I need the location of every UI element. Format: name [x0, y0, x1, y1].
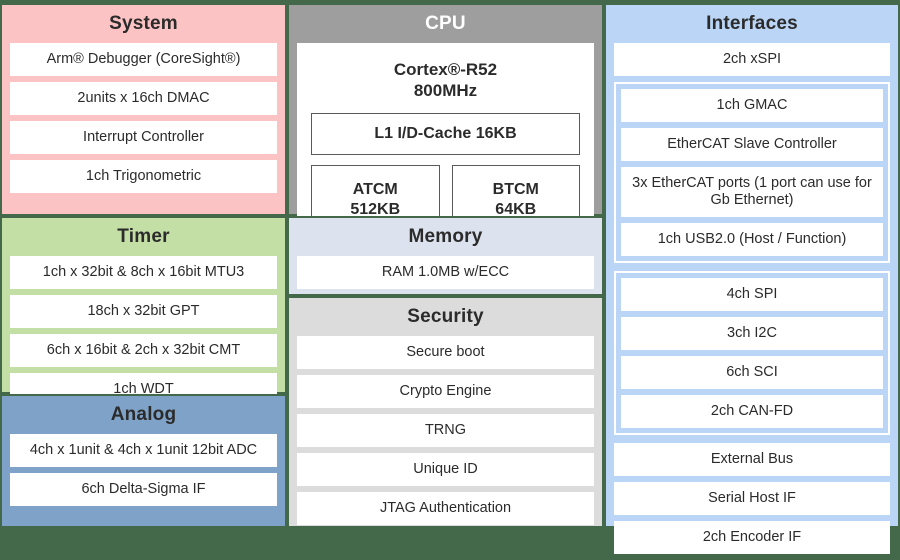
block-system: System Arm® Debugger (CoreSight®) 2units… [0, 3, 287, 216]
middle-column-lower: Memory RAM 1.0MB w/ECC Security Secure b… [287, 216, 604, 528]
list-item: 3x EtherCAT ports (1 port can use for Gb… [621, 167, 883, 217]
cpu-core-panel: Cortex®-R52 800MHz L1 I/D-Cache 16KB ATC… [297, 43, 594, 249]
list-item: RAM 1.0MB w/ECC [297, 256, 594, 289]
cpu-core-label: Cortex®-R52 800MHz [311, 59, 580, 101]
cpu-core-frequency: 800MHz [413, 81, 478, 100]
block-interfaces: Interfaces 2ch xSPI 1ch GMAC EtherCAT Sl… [604, 3, 900, 554]
block-diagram: System Arm® Debugger (CoreSight®) 2units… [0, 3, 900, 554]
cpu-cache-box: L1 I/D-Cache 16KB [311, 113, 580, 155]
list-item: 1ch USB2.0 (Host / Function) [621, 223, 883, 256]
left-column-lower: Timer 1ch x 32bit & 8ch x 16bit MTU3 18c… [0, 216, 287, 528]
list-item: EtherCAT Slave Controller [621, 128, 883, 161]
list-item: 1ch GMAC [621, 89, 883, 122]
btcm-name: BTCM [492, 181, 539, 198]
atcm-size: 512KB [350, 201, 401, 218]
block-title-security: Security [407, 306, 484, 327]
list-item: 4ch SPI [621, 278, 883, 311]
block-title-timer: Timer [117, 226, 170, 247]
list-item: 2units x 16ch DMAC [10, 82, 277, 115]
list-item: 6ch SCI [621, 356, 883, 389]
list-item-note: (1 port can use for Gb Ethernet) [710, 175, 872, 208]
middle-column: CPU Cortex®-R52 800MHz L1 I/D-Cache 16KB… [287, 3, 604, 249]
block-title-system: System [109, 13, 178, 34]
list-item: 3ch I2C [621, 317, 883, 350]
list-item: 1ch x 32bit & 8ch x 16bit MTU3 [10, 256, 277, 289]
block-title-analog: Analog [110, 404, 177, 425]
list-item: 6ch Delta-Sigma IF [10, 473, 277, 506]
list-item: 2ch CAN-FD [621, 395, 883, 428]
block-security: Security Secure boot Crypto Engine TRNG … [287, 296, 604, 528]
interface-group-serial: 4ch SPI 3ch I2C 6ch SCI 2ch CAN-FD [614, 271, 890, 435]
list-item: Serial Host IF [614, 482, 890, 515]
list-item-label: 3x EtherCAT ports [632, 175, 751, 191]
list-item: JTAG Authentication [297, 492, 594, 525]
left-column: System Arm® Debugger (CoreSight®) 2units… [0, 3, 287, 216]
list-item: 2ch Encoder IF [614, 521, 890, 554]
atcm-name: ATCM [352, 181, 398, 198]
list-item: TRNG [297, 414, 594, 447]
list-item: 2ch xSPI [614, 43, 890, 76]
block-title-cpu: CPU [425, 13, 466, 34]
block-title-memory: Memory [408, 226, 483, 247]
interface-group-bus: External Bus Serial Host IF 2ch Encoder … [614, 443, 890, 560]
list-item: 1ch Trigonometric [10, 160, 277, 193]
block-cpu: CPU Cortex®-R52 800MHz L1 I/D-Cache 16KB… [287, 3, 604, 249]
list-item: Interrupt Controller [10, 121, 277, 154]
list-item: External Bus [614, 443, 890, 476]
block-timer: Timer 1ch x 32bit & 8ch x 16bit MTU3 18c… [0, 216, 287, 406]
block-title-interfaces: Interfaces [706, 13, 798, 34]
list-item: 18ch x 32bit GPT [10, 295, 277, 328]
block-memory: Memory RAM 1.0MB w/ECC [287, 216, 604, 296]
list-item: 4ch x 1unit & 4ch x 1unit 12bit ADC [10, 434, 277, 467]
cpu-core-name: Cortex®-R52 [393, 60, 498, 79]
list-item: 6ch x 16bit & 2ch x 32bit CMT [10, 334, 277, 367]
list-item: Secure boot [297, 336, 594, 369]
list-item: Arm® Debugger (CoreSight®) [10, 43, 277, 76]
interface-group-network: 1ch GMAC EtherCAT Slave Controller 3x Et… [614, 82, 890, 263]
list-item: Crypto Engine [297, 375, 594, 408]
block-analog: Analog 4ch x 1unit & 4ch x 1unit 12bit A… [0, 394, 287, 528]
btcm-size: 64KB [495, 201, 537, 218]
list-item: Unique ID [297, 453, 594, 486]
